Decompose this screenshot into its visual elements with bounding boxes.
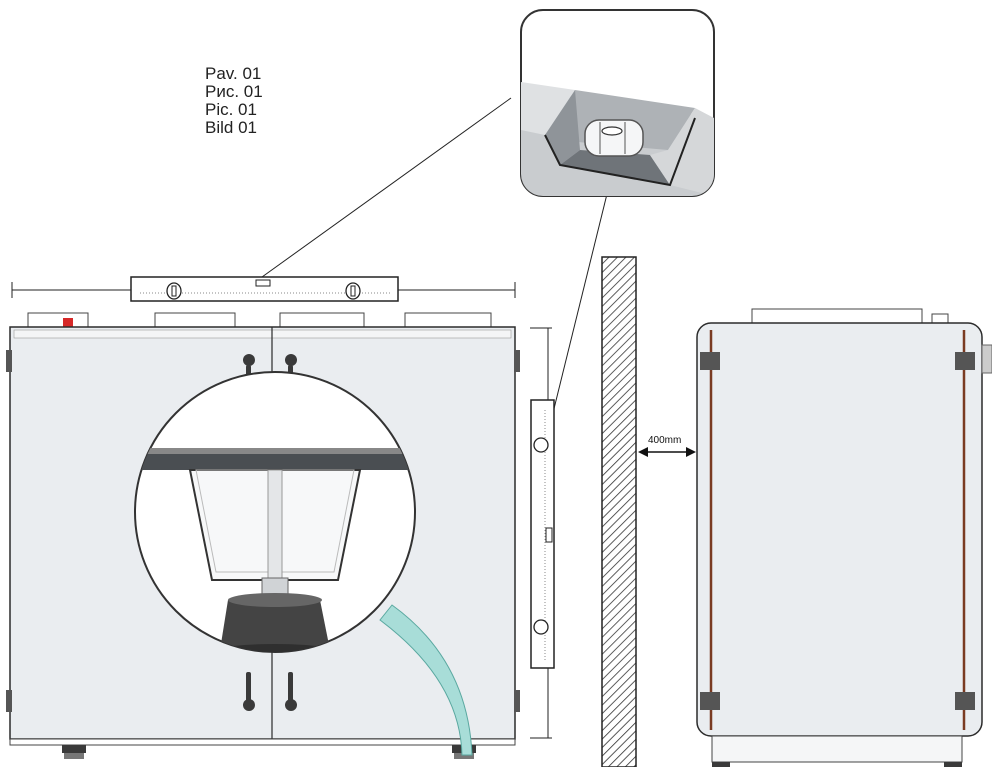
magnifier-pointer	[379, 604, 473, 756]
leader-line-side	[547, 193, 608, 434]
caption-line-3: Pic. 01	[205, 100, 257, 119]
foot-detail-magnifier	[134, 371, 416, 653]
spirit-level-vertical	[530, 399, 555, 669]
wall-hatched	[601, 256, 637, 767]
spirit-level-horizontal	[130, 276, 399, 302]
side-view-unit	[696, 308, 992, 767]
figure-caption: Pav. 01 Рис. 01 Pic. 01 Bild 01	[205, 64, 263, 137]
caption-line-1: Pav. 01	[205, 64, 261, 83]
leader-line-top	[261, 97, 512, 278]
bubble-level-callout	[520, 9, 715, 197]
caption-line-4: Bild 01	[205, 118, 257, 137]
clearance-label: 400mm	[648, 435, 681, 446]
caption-line-2: Рис. 01	[205, 82, 263, 101]
clearance-arrow: 400mm	[638, 435, 696, 457]
